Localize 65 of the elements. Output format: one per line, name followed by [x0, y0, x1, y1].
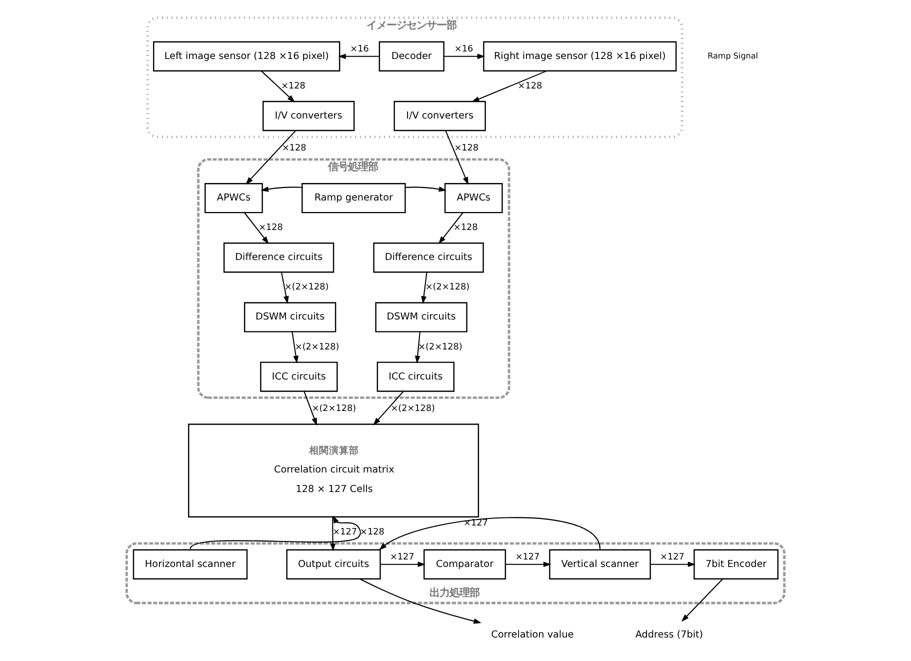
- edge-label: ×(2×128): [312, 404, 356, 414]
- arrow: [414, 332, 420, 364]
- node-text: Correlation value: [491, 630, 574, 641]
- arrow: [438, 212, 464, 244]
- edge-label: ×128: [360, 527, 384, 538]
- edge-label: ×127: [390, 552, 414, 562]
- arrow: [260, 70, 295, 102]
- edge-label: ×127: [332, 527, 357, 538]
- arrow: [445, 130, 468, 185]
- edge-label: ×128: [518, 81, 542, 92]
- node-box: APWCs: [204, 182, 263, 214]
- node-box: APWCs: [444, 182, 503, 214]
- edge-label: ×127: [515, 552, 540, 562]
- arrow: [506, 562, 552, 568]
- edge-label: ×(2×128): [294, 342, 340, 352]
- node-box: ICC circuits: [376, 362, 454, 392]
- arrow: [650, 562, 696, 568]
- arrow: [338, 54, 380, 60]
- node-box: Comparator: [424, 549, 506, 580]
- node-box: DSWM circuits: [375, 302, 468, 332]
- arrow: [190, 515, 361, 550]
- edge-label: ×(2×128): [425, 282, 470, 293]
- node-box: Ramp generator: [302, 182, 406, 214]
- node-box: Horizontal scanner: [132, 549, 248, 580]
- edge-label: ×128: [282, 143, 306, 154]
- edge-label: ×128: [281, 81, 306, 92]
- arrow: [244, 212, 269, 244]
- arrow: [681, 578, 723, 622]
- node-box: Decoder: [378, 41, 444, 72]
- label: Ramp Signal: [708, 51, 758, 60]
- node-box: Output circuits: [286, 549, 381, 580]
- arrow: [405, 186, 447, 192]
- node-box: I/V converters: [262, 100, 355, 132]
- arrow: [472, 70, 547, 102]
- edge-label: ×128: [453, 223, 478, 234]
- arrow: [330, 516, 336, 552]
- edge-label: ×(2×128): [418, 342, 462, 352]
- node-box: Left image sensor (128 ×16 pixel): [153, 41, 340, 72]
- node-box: 相関演算部 Correlation circuit matrix 128 × 127 Cells: [188, 424, 480, 518]
- arrow: [360, 578, 482, 624]
- edge-label: ×16: [454, 44, 474, 54]
- arrow: [373, 391, 404, 426]
- arrow: [380, 562, 426, 568]
- node-box: Right image sensor (128 ×16 pixel): [483, 41, 677, 72]
- node-box: Difference circuits: [373, 242, 484, 273]
- node-text: Address (7bit): [635, 630, 704, 641]
- edge-label: ×128: [258, 223, 283, 234]
- arrow: [304, 391, 317, 426]
- node-box: DSWM circuits: [244, 302, 336, 332]
- arrow: [280, 272, 289, 304]
- arrow: [292, 332, 299, 364]
- arrow: [260, 186, 302, 192]
- edge-label: ×(2×128): [284, 282, 329, 293]
- edge-label: ×16: [350, 44, 369, 54]
- arrow: [379, 517, 600, 550]
- node-box: I/V converters: [394, 100, 486, 132]
- node-box: 7bit Encoder: [694, 549, 778, 580]
- arrow: [421, 272, 428, 304]
- node-box: Difference circuits: [223, 242, 334, 273]
- node-box: ICC circuits: [260, 362, 338, 392]
- node-box: Vertical scanner: [549, 549, 651, 580]
- edge-label: ×127: [660, 552, 684, 562]
- arrow: [444, 54, 486, 60]
- edge-label: ×(2×128): [390, 404, 435, 414]
- edge-label: ×128: [454, 143, 479, 154]
